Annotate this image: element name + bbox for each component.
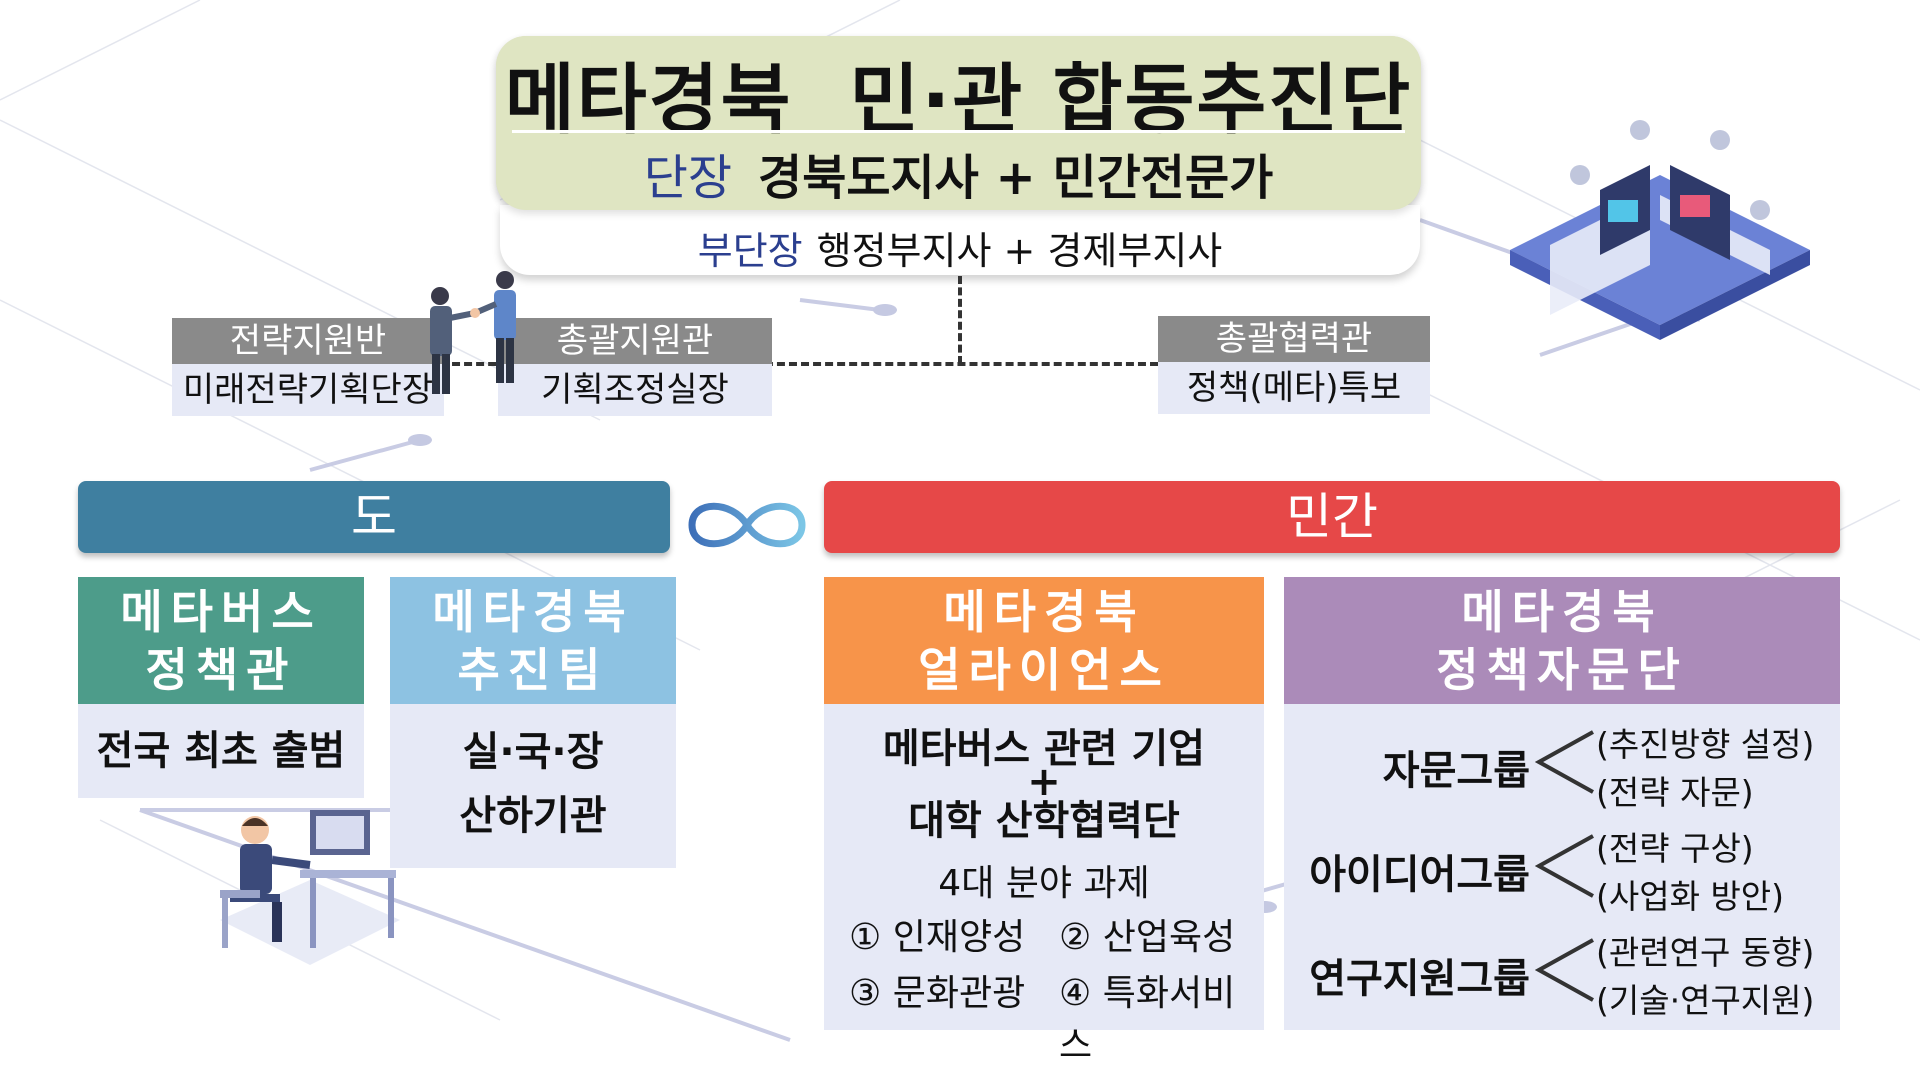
card-body-text: 전국 최초 출범 [96, 728, 346, 774]
advisory-group-2-item-1: (전략 구상) [1596, 829, 1754, 868]
branch-icon [1535, 938, 1594, 1002]
deputy-line: 부단장 행정부지사 + 경제부지사 [500, 220, 1420, 275]
worker-illustration [220, 810, 400, 965]
alliance-tasks-title: 4대 분야 과제 [938, 863, 1150, 904]
title-box-top [496, 36, 1421, 210]
connector-vertical [958, 276, 962, 364]
branch-icon [1535, 730, 1594, 794]
card-title-line1: 메타경북 [943, 584, 1145, 639]
card-task-team-header: 메타경북 추진팀 [390, 577, 676, 704]
office-illustration [1510, 120, 1810, 340]
card-title-line2: 정책자문단 [1436, 642, 1688, 697]
alliance-task-2: ② 산업육성 [1059, 917, 1236, 958]
card-policy-office-body: 전국 최초 출범 [78, 704, 364, 798]
deputy-value: 행정부지사 + 경제부지사 [816, 229, 1223, 273]
deputy-box [500, 205, 1420, 275]
card-title-line2: 얼라이언스 [918, 642, 1170, 697]
card-alliance-body: 메타버스 관련 기업 + 대학 산학협력단 4대 분야 과제 ① 인재양성 ② … [824, 704, 1264, 1066]
advisory-group-2-name: 아이디어그룹 [1309, 852, 1530, 898]
office-title: 총괄협력관 [1158, 316, 1430, 362]
card-policy-office-header: 메타버스 정책관 [78, 577, 364, 704]
alliance-task-4: ④ 특화서비스 [1059, 973, 1236, 1066]
advisory-group-3-item-1: (관련연구 동향) [1596, 933, 1815, 972]
handshake-illustration [430, 271, 516, 394]
advisory-group-1-name: 자문그룹 [1382, 748, 1530, 794]
card-task-team-body: 실·국·장 산하기관 [390, 704, 676, 868]
head-value: 경북도지사 + 민간전문가 [758, 150, 1274, 206]
alliance-task-1: ① 인재양성 [849, 917, 1026, 958]
alliance-line1: 메타버스 관련 기업 [882, 726, 1206, 772]
office-title: 총괄지원관 [498, 318, 772, 364]
section-bar-province: 도 [78, 481, 670, 553]
page-title: 메타경북 민·관 합동추진단 [504, 55, 1413, 144]
office-general-support: 총괄지원관 기획조정실장 [498, 318, 772, 416]
office-title: 전략지원반 [172, 318, 444, 364]
office-general-cooperation: 총괄협력관 정책(메타)특보 [1158, 316, 1430, 414]
office-body: 미래전략기획단장 [172, 364, 444, 416]
alliance-task-3: ③ 문화관광 [849, 973, 1026, 1014]
advisory-group-1-item-1: (추진방향 설정) [1596, 725, 1815, 764]
advisory-group-1-item-2: (전략 자문) [1596, 773, 1754, 812]
card-advisory-header: 메타경북 정책자문단 [1284, 577, 1840, 704]
branch-icon [1535, 834, 1594, 898]
card-title-line1: 메타경북 [1461, 584, 1663, 639]
head-line: 단장 경북도지사 + 민간전문가 [496, 138, 1421, 208]
connector-horizontal [440, 362, 1158, 366]
card-title-line1: 메타버스 [120, 584, 322, 639]
office-body: 정책(메타)특보 [1158, 362, 1430, 414]
card-title-line1: 메타경북 [432, 584, 634, 639]
card-alliance-header: 메타경북 얼라이언스 [824, 577, 1264, 704]
alliance-plus: + [1027, 759, 1061, 805]
office-strategy: 전략지원반 미래전략기획단장 [172, 318, 444, 416]
advisory-group-3-name: 연구지원그룹 [1309, 956, 1530, 1002]
section-bar-private: 민간 [824, 481, 1840, 553]
card-title-line2: 정책관 [145, 642, 297, 697]
alliance-line2: 대학 산학협력단 [908, 798, 1180, 844]
title-divider [512, 130, 1405, 133]
card-advisory-body [1284, 704, 1840, 1030]
card-body-line2: 산하기관 [459, 793, 607, 839]
card-title-line2: 추진팀 [457, 642, 609, 697]
head-role: 단장 [643, 150, 733, 206]
infinity-icon [688, 502, 806, 548]
deputy-role: 부단장 [697, 229, 803, 273]
advisory-group-2-item-2: (사업화 방안) [1596, 877, 1785, 916]
office-body: 기획조정실장 [498, 364, 772, 416]
card-body-line1: 실·국·장 [462, 729, 604, 775]
advisory-group-3-item-2: (기술·연구지원) [1596, 981, 1815, 1020]
